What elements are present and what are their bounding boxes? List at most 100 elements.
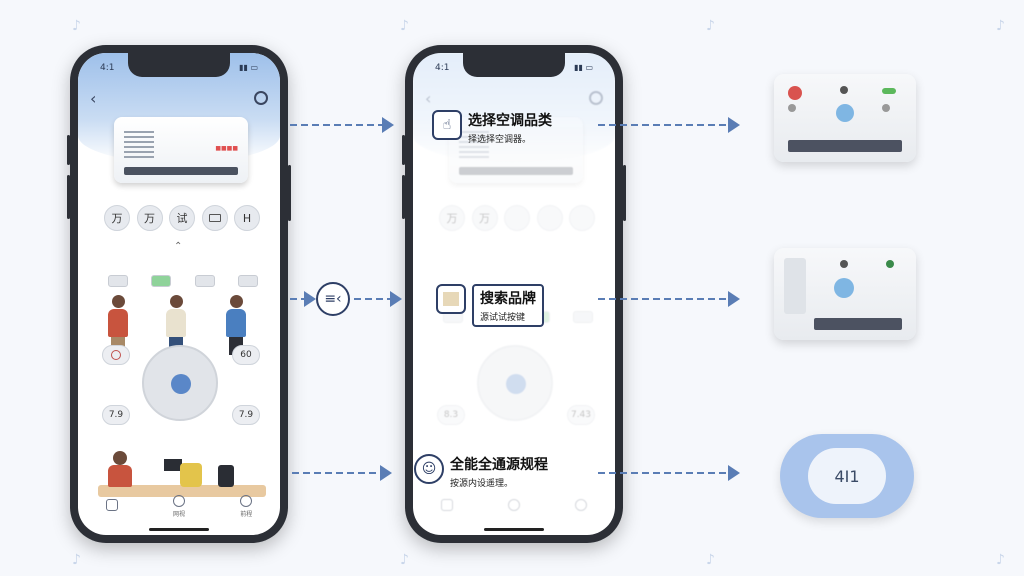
callout-select-category: ☝ 选择空调品类 择选择空调器。 <box>432 110 552 145</box>
ac-brand-mark: ■■■■ <box>215 145 238 152</box>
ok-button[interactable] <box>171 374 191 394</box>
button-dot <box>886 260 894 268</box>
remote-display-panel <box>784 258 806 314</box>
flow-arrow-segment <box>290 291 316 307</box>
remote-controller-middle <box>774 248 916 340</box>
remote-slot <box>788 140 902 152</box>
tab-search[interactable]: 网视 <box>172 494 185 518</box>
phone-screen: 4:1 ▮▮ ▭ ‹ ■■■■ 万 万 试 H ⌃ <box>78 53 280 535</box>
callout-title: 选择空调品类 <box>468 113 552 129</box>
settings-icon[interactable] <box>254 91 268 105</box>
side-button-right-bottom[interactable]: 7.43 <box>567 405 595 425</box>
flow-arrow <box>598 291 740 307</box>
function-button[interactable] <box>536 205 563 231</box>
tab-label: 网视 <box>172 510 185 518</box>
background-note-glyph: ♪ <box>996 552 1005 568</box>
side-button-left-bottom[interactable]: 7.9 <box>102 405 130 425</box>
function-button[interactable] <box>569 205 595 231</box>
mode-chip[interactable] <box>237 275 258 287</box>
search-box-icon <box>436 284 466 314</box>
swipe-icon: ≡‹ <box>316 282 350 316</box>
flow-arrow <box>290 117 394 133</box>
tab-label: 前程 <box>240 510 253 518</box>
flow-arrow <box>354 291 402 307</box>
chevron-icon[interactable]: ⌃ <box>174 241 183 252</box>
button-dot <box>882 104 890 112</box>
remote-controller-top <box>774 74 916 162</box>
function-button[interactable]: 万 <box>136 205 163 231</box>
direction-pad[interactable] <box>142 345 218 421</box>
grid-icon <box>105 499 118 511</box>
side-button-right-top[interactable]: 60 <box>232 345 260 365</box>
back-icon[interactable]: ‹ <box>425 89 432 108</box>
room-illustration <box>98 445 266 497</box>
background-note-glyph: ♪ <box>72 552 81 568</box>
tab-profile[interactable]: 前程 <box>240 494 253 518</box>
ac-air-outlet <box>124 167 238 175</box>
tab-home[interactable] <box>440 499 453 513</box>
ac-vent <box>124 131 154 159</box>
callout-subtitle: 按源内设遥理。 <box>450 479 514 489</box>
signal-battery-icon: ▮▮ ▭ <box>239 63 258 72</box>
tab-home[interactable] <box>105 499 118 513</box>
person-body <box>226 309 246 337</box>
function-button[interactable] <box>201 205 228 231</box>
back-icon[interactable]: ‹ <box>90 89 97 108</box>
callout-title: 全能全通源规程 <box>450 457 548 473</box>
person-head <box>229 295 243 308</box>
function-buttons-row: 万 万 试 H <box>104 205 260 231</box>
ok-button[interactable] <box>506 374 526 394</box>
search-icon <box>507 499 520 511</box>
smile-face-icon: ☺ <box>414 454 444 484</box>
callout-learn-codes: ☺ 全能全通源规程 按源内设遥理。 <box>414 454 548 489</box>
person-figure <box>108 451 132 487</box>
person-body <box>166 309 186 337</box>
button-dot <box>840 86 848 94</box>
speaker-icon <box>218 465 234 487</box>
background-note-glyph: ♪ <box>706 552 715 568</box>
callout-title: 搜索品牌 <box>480 291 536 307</box>
function-button[interactable]: 万 <box>104 205 130 231</box>
direction-pad[interactable] <box>477 345 553 421</box>
function-button[interactable]: H <box>234 205 260 231</box>
flow-arrow <box>292 465 392 481</box>
mode-button <box>836 104 854 122</box>
function-button[interactable]: 万 <box>471 205 498 231</box>
side-button-right-bottom[interactable]: 7.9 <box>232 405 260 425</box>
people-illustration <box>102 281 262 355</box>
phone-side-button <box>402 135 405 165</box>
search-icon <box>172 494 185 507</box>
mode-chip[interactable] <box>108 275 128 287</box>
function-buttons-row: 万 万 <box>439 205 595 231</box>
background-note-glyph: ♪ <box>400 552 409 568</box>
ac-air-outlet <box>459 167 573 175</box>
phone-notch <box>128 53 230 77</box>
tab-profile[interactable] <box>575 499 588 513</box>
function-button[interactable]: 试 <box>169 205 195 231</box>
phone-side-button <box>67 175 70 219</box>
user-icon <box>240 494 253 507</box>
person-head <box>169 295 183 308</box>
background-note-glyph: ♪ <box>72 18 81 34</box>
callout-search-brand: 搜索品牌 源试试按键 <box>436 284 544 327</box>
side-button-left-top[interactable] <box>102 345 130 365</box>
tab-search[interactable] <box>507 499 520 513</box>
air-conditioner-image <box>449 117 583 183</box>
phone-notch <box>463 53 565 77</box>
air-conditioner-image: ■■■■ <box>114 117 248 183</box>
background-note-glyph: ♪ <box>706 18 715 34</box>
function-button[interactable] <box>504 205 530 231</box>
tab-bar <box>413 489 615 523</box>
side-button-left-bottom[interactable]: 8.3 <box>437 405 465 425</box>
settings-icon[interactable] <box>589 91 603 105</box>
mode-button <box>834 278 854 298</box>
code-display-value: 4I1 <box>808 448 886 504</box>
flow-arrow <box>598 465 740 481</box>
mode-chip[interactable] <box>151 275 172 287</box>
code-display: 4I1 <box>780 434 914 518</box>
mode-chip[interactable] <box>572 311 593 323</box>
phone-side-button <box>623 165 626 221</box>
mode-chip[interactable] <box>194 275 215 287</box>
status-time: 4:1 <box>100 63 115 73</box>
function-button[interactable]: 万 <box>439 205 465 231</box>
